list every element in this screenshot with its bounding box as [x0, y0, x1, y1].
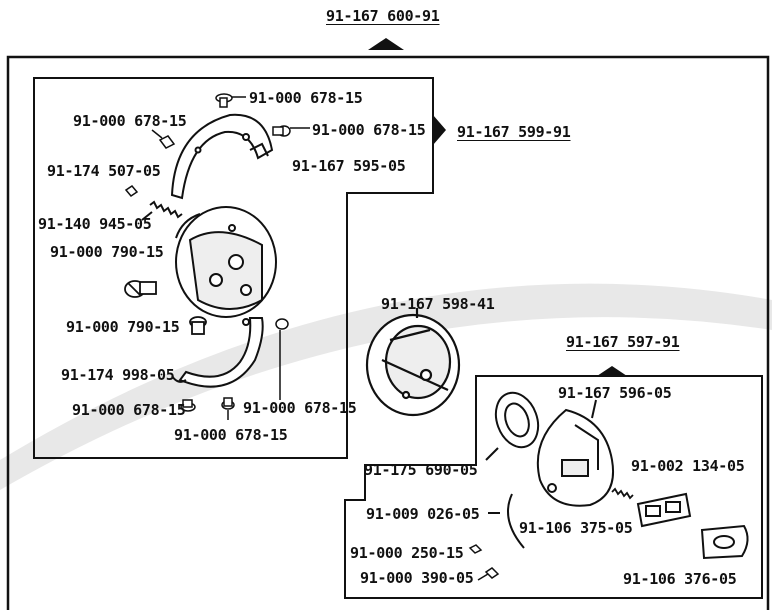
part-label-hook-body: 91-167 598-41 — [381, 295, 495, 313]
screw-right-upper-part — [272, 125, 310, 137]
screw-mid-part — [189, 316, 207, 335]
part-label-latch-spring: 91-009 026-05 — [366, 505, 480, 523]
part-label-screw-right-upper: 91-000 678-15 — [312, 121, 426, 139]
part-label-screw-large: 91-000 790-15 — [50, 243, 164, 261]
left-group-marker — [433, 115, 446, 145]
upper-plate-part — [170, 113, 274, 200]
latch-plate-part — [636, 492, 692, 528]
part-label-upper-plate: 91-167 595-05 — [292, 157, 406, 175]
part-label-bobbin-case: 91-167 596-05 — [558, 384, 672, 402]
spring-small-part — [141, 200, 183, 221]
screw-lower-center-part — [221, 397, 235, 420]
latch-cover-part — [700, 524, 749, 560]
hook-body-part — [365, 308, 461, 417]
spring-right-part — [611, 487, 634, 500]
assembly-top-label: 91-167 600-91 — [326, 7, 440, 25]
outer-frame — [6, 55, 770, 610]
screw-top-part — [215, 93, 246, 108]
right-group-box — [344, 375, 763, 599]
screw-lower-right-part — [275, 318, 289, 400]
assembly-right-label: 91-167 597-91 — [566, 333, 680, 351]
part-label-lower-plate: 91-174 998-05 — [61, 366, 175, 384]
part-label-spring-right: 91-002 134-05 — [631, 457, 745, 475]
part-label-screw-lower-left: 91-000 678-15 — [72, 401, 186, 419]
part-label-pin-small: 91-174 507-05 — [47, 162, 161, 180]
hook-housing-part — [175, 206, 277, 318]
part-label-latch-cover: 91-106 376-05 — [623, 570, 737, 588]
screw-lower-left-part — [180, 399, 196, 412]
bobbin-case-part — [536, 399, 614, 507]
part-label-ring-plate: 91-175 690-05 — [364, 461, 478, 479]
part-label-screw-mid: 91-000 790-15 — [66, 318, 180, 336]
left-group-box — [33, 77, 434, 459]
screw-tiny-part — [468, 544, 483, 554]
top-assembly-marker — [368, 38, 404, 50]
part-label-screw-tiny: 91-000 250-15 — [350, 544, 464, 562]
assembly-left-label: 91-167 599-91 — [457, 123, 571, 141]
part-label-spring-small: 91-140 945-05 — [38, 215, 152, 233]
part-label-screw-top: 91-000 678-15 — [249, 89, 363, 107]
part-label-screw-left-upper: 91-000 678-15 — [73, 112, 187, 130]
part-label-screw-lower-center: 91-000 678-15 — [174, 426, 288, 444]
screw-left-upper-part — [151, 129, 176, 149]
right-group-marker — [597, 366, 627, 376]
part-label-screw-bottom: 91-000 390-05 — [360, 569, 474, 587]
ring-plate-part — [485, 391, 540, 461]
lower-plate-part — [171, 317, 264, 388]
part-label-latch-plate: 91-106 375-05 — [519, 519, 633, 537]
screw-large-part — [124, 280, 157, 298]
pin-small-part — [124, 185, 139, 197]
part-label-screw-lower-right: 91-000 678-15 — [243, 399, 357, 417]
screw-bottom-part — [477, 567, 500, 581]
latch-spring-part — [488, 493, 525, 549]
